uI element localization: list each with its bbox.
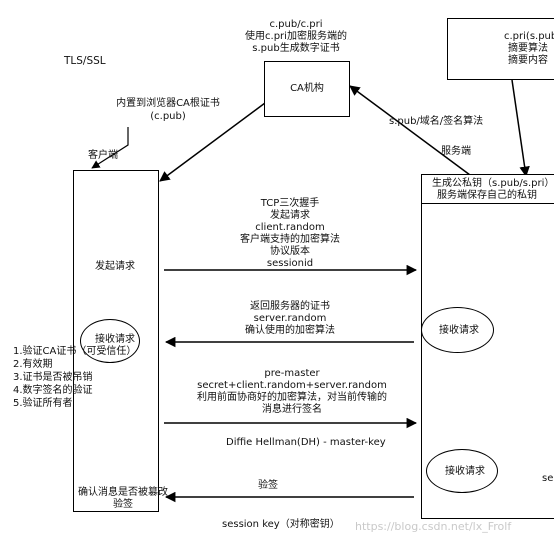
server-receive-request-2: 接收请求: [445, 466, 485, 477]
builtin-root-line-2: (c.pub): [150, 111, 186, 122]
client-label: 客户端: [88, 150, 118, 161]
msg1-line-3: client.random: [255, 222, 325, 233]
confirm-line-2: 验签: [113, 499, 133, 510]
server-receive-ellipse-1: [421, 307, 494, 353]
msg1-line-5: 协议版本: [270, 246, 310, 257]
verify-line-3: 3.证书是否被吊销: [13, 372, 93, 383]
msg3-line-3: 利用前面协商好的加密算法，对当前传输的: [197, 392, 387, 403]
builtin-root-pointer: [91, 127, 129, 169]
msg1-line-6: sessionid: [266, 258, 314, 269]
msg2-line-3: 确认使用的加密算法: [245, 325, 335, 336]
server-label: 服务端: [441, 146, 471, 157]
verify-line-5: 5.验证所有者: [13, 398, 73, 409]
ca-desc-line-1: c.pub/c.pri: [269, 19, 323, 30]
msg2-line-2: server.random: [253, 313, 327, 324]
verify-line-2: 2.有效期: [13, 359, 53, 370]
msg3-line-2: secret+client.random+server.random: [197, 380, 387, 391]
protocol-label: TLS/SSL: [64, 55, 106, 67]
dh-label: Diffie Hellman(DH) - master-key: [226, 437, 386, 448]
msg2-line-1: 返回服务器的证书: [250, 301, 330, 312]
verify-line-1: 1.验证CA证书（可受信任）: [13, 346, 137, 357]
ca-box: CA机构: [264, 61, 350, 117]
msg1-line-1: TCP三次握手: [260, 198, 320, 209]
server-header-divider: [422, 203, 554, 204]
server-edge-text: se: [542, 473, 554, 484]
client-receive-request: 接收请求: [95, 334, 135, 345]
client-receive-ellipse: [80, 319, 140, 363]
ca-desc-line-3: s.pub生成数字证书: [252, 43, 340, 54]
msg3-line-4: 消息进行签名: [262, 404, 322, 415]
msg3-line-1: pre-master: [264, 368, 320, 379]
verify-line-4: 4.数字签名的验证: [13, 385, 93, 396]
confirm-line-1: 确认消息是否被篡改: [78, 487, 168, 498]
note-line-3: 摘要内容: [508, 55, 548, 66]
server-receive-request-1: 接收请求: [439, 325, 479, 336]
msg4-label: 验签: [258, 480, 278, 491]
server-to-ca-arrow: [349, 85, 471, 176]
note-line-1: c.pri(s.pub: [504, 31, 554, 42]
server-header-line-1: 生成公私钥（s.pub/s.pri）: [432, 178, 554, 189]
builtin-root-line-1: 内置到浏览器CA根证书: [116, 98, 220, 109]
note-to-server-arrow: [511, 79, 530, 178]
server-receive-ellipse-2: [426, 449, 498, 493]
note-line-2: 摘要算法: [508, 43, 548, 54]
ca-to-client-arrow: [159, 102, 266, 182]
client-initiate-request: 发起请求: [95, 261, 135, 272]
watermark: https://blog.csdn.net/lx_Frolf: [355, 520, 512, 533]
msg1-line-4: 客户端支持的加密算法: [240, 234, 340, 245]
ca-box-label: CA机构: [290, 83, 324, 94]
ca-desc-line-2: 使用c.pri加密服务端的: [245, 31, 347, 42]
msg1-line-2: 发起请求: [270, 210, 310, 221]
server-to-ca-label: s.pub/域名/签名算法: [389, 116, 484, 127]
note-box: c.pri(s.pub 摘要算法 摘要内容: [447, 18, 554, 80]
server-header-line-2: 服务端保存自己的私钥: [437, 190, 537, 201]
session-key-label: session key（对称密钥）: [222, 519, 340, 530]
